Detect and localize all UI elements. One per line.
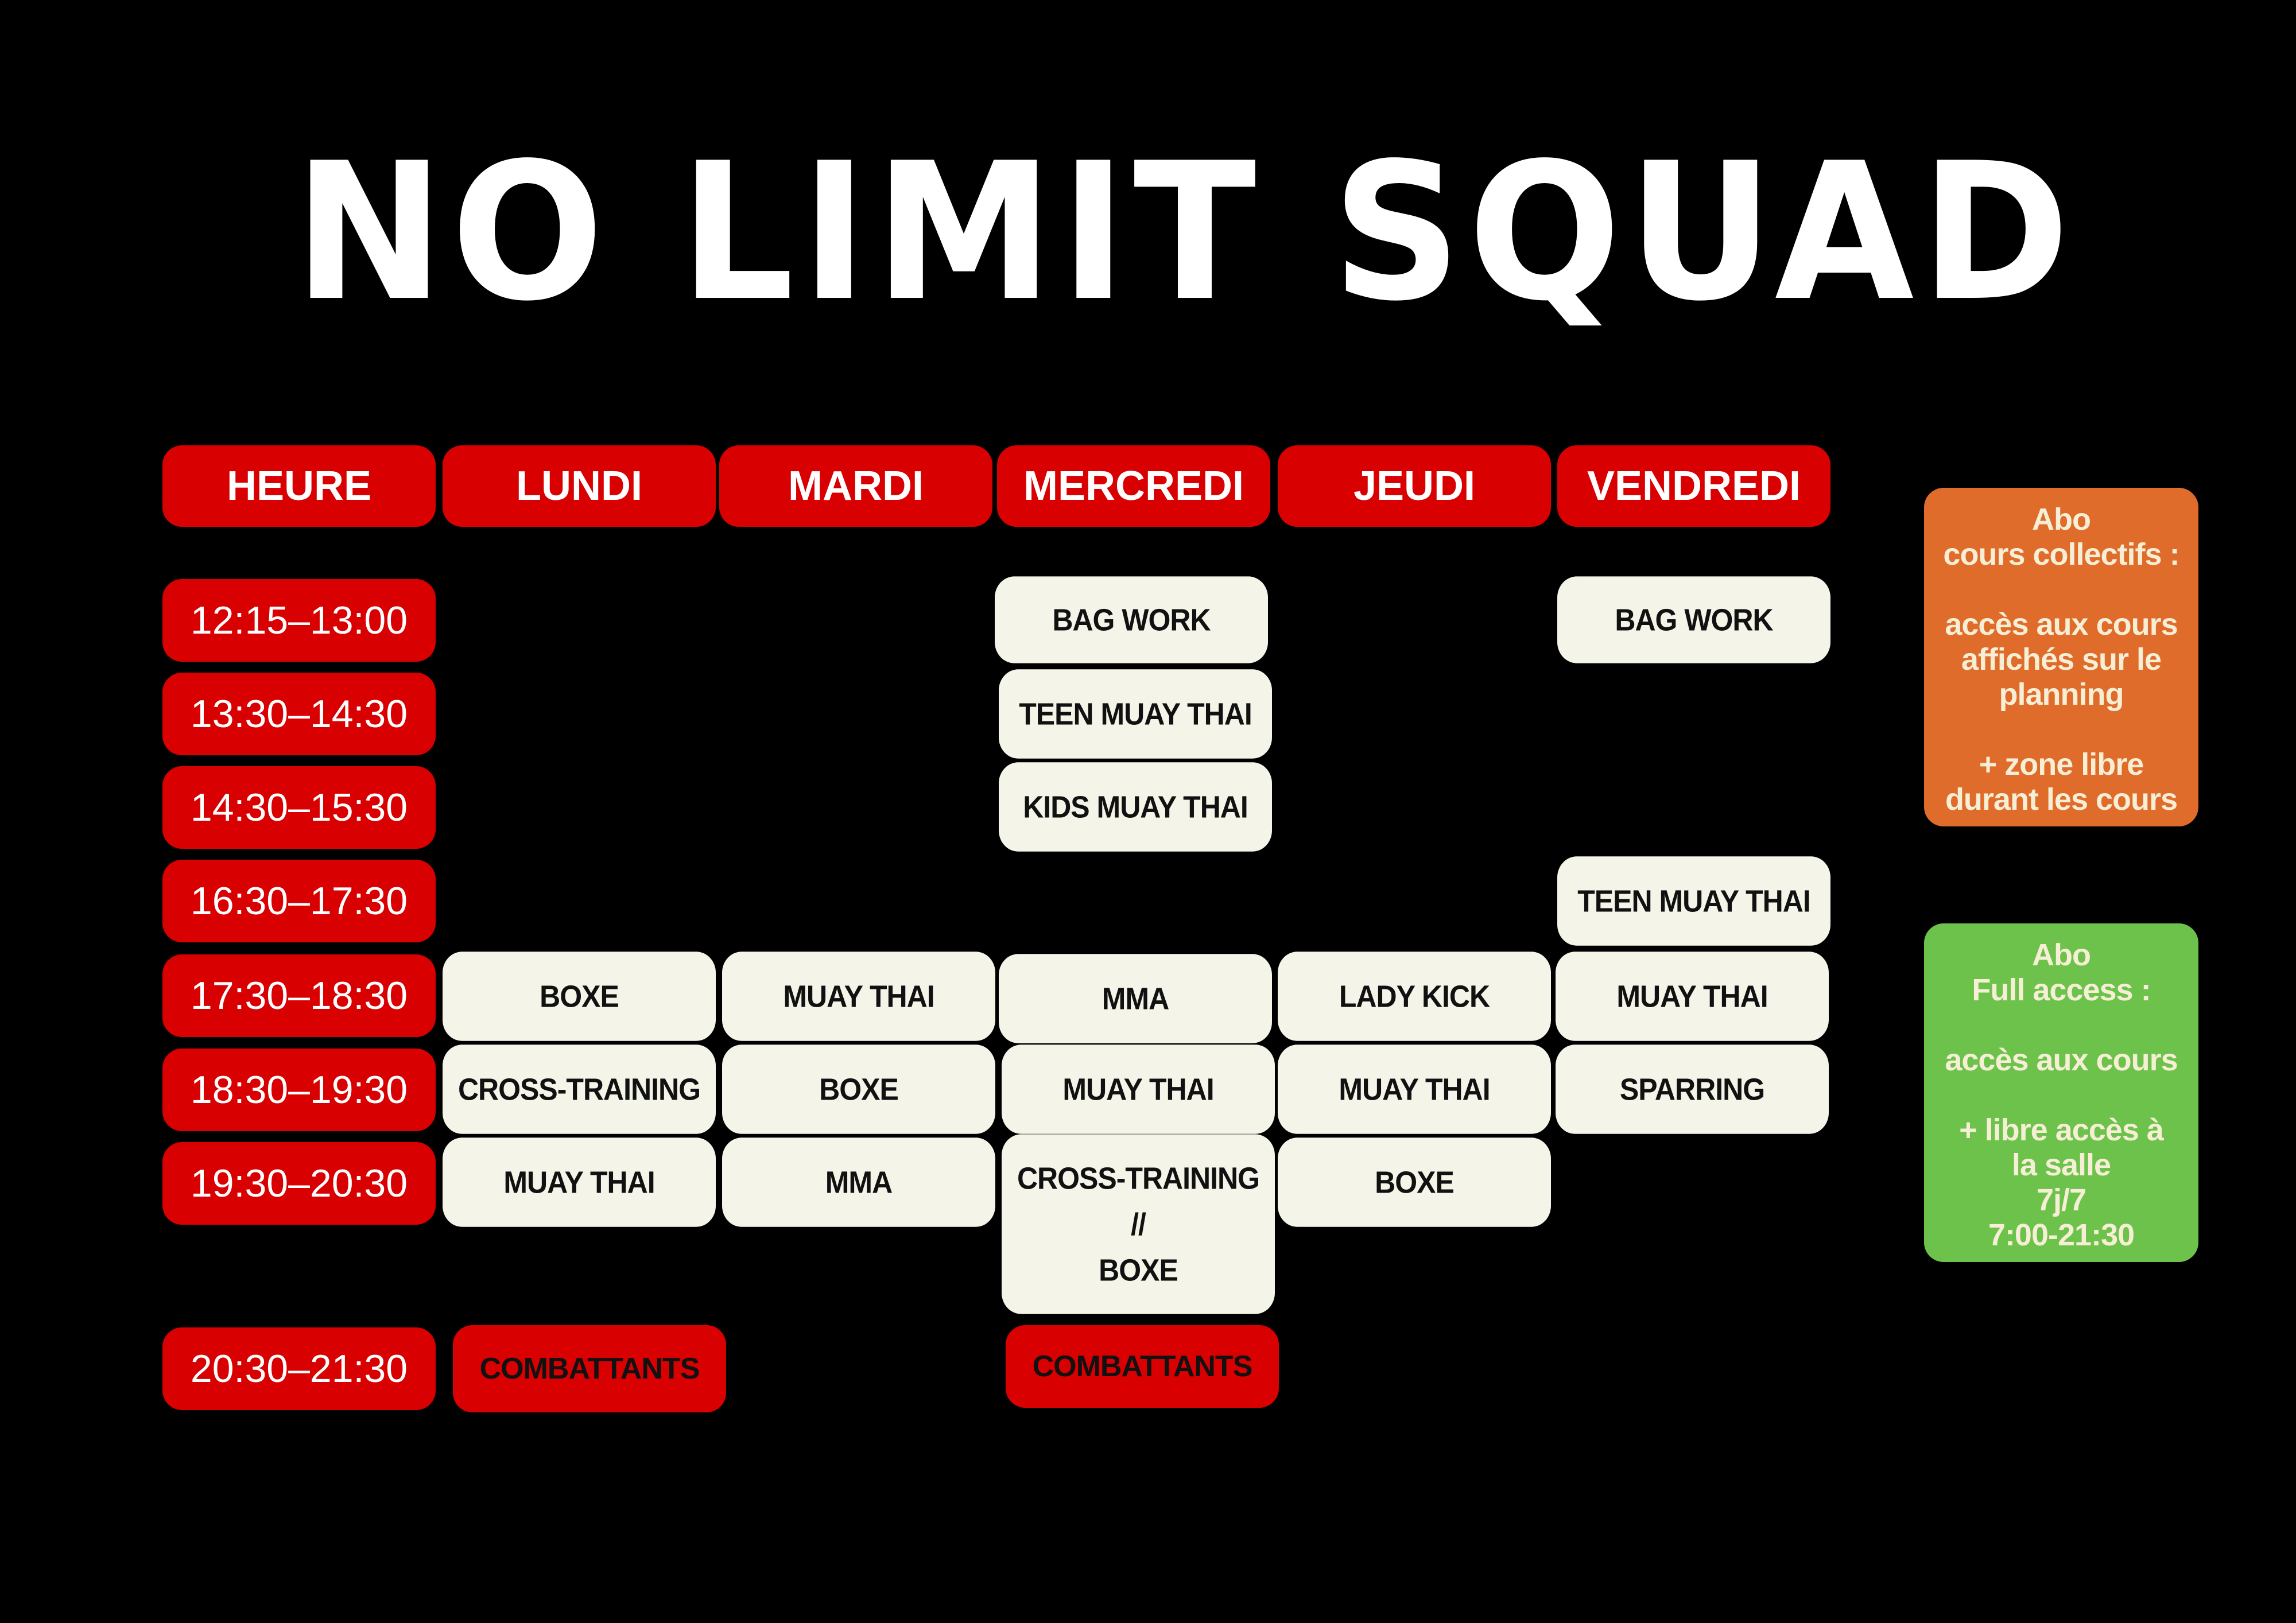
abo-line: accès aux cours xyxy=(1945,1043,2178,1077)
page-title: NO LIMIT SQUAD xyxy=(294,122,2077,343)
header-mardi: MARDI xyxy=(719,445,992,527)
class-vendredi-1830: SPARRING xyxy=(1556,1045,1829,1134)
class-lundi-2030: COMBATTANTS xyxy=(453,1325,726,1412)
time-slot: 16:30–17:30 xyxy=(162,860,436,942)
abo-line: + zone libre xyxy=(1979,747,2144,782)
class-mercredi-1930: CROSS-TRAINING // BOXE xyxy=(1002,1134,1275,1314)
class-line: // xyxy=(1131,1206,1146,1242)
header-heure: HEURE xyxy=(162,445,436,527)
abo-line: Abo xyxy=(2032,502,2091,537)
abo-line: 7j/7 xyxy=(2036,1183,2086,1217)
abo-line: durant les cours xyxy=(1945,782,2178,817)
class-mardi-1930: MMA xyxy=(722,1137,995,1227)
abo-line: affichés sur le xyxy=(1961,642,2162,677)
class-jeudi-1930: BOXE xyxy=(1278,1137,1551,1227)
abo-line: Abo xyxy=(2032,938,2091,972)
class-mercredi-2030: COMBATTANTS xyxy=(1006,1325,1279,1408)
class-jeudi-1730: LADY KICK xyxy=(1278,952,1551,1041)
header-vendredi: VENDREDI xyxy=(1557,445,1830,527)
time-slot: 12:15–13:00 xyxy=(162,579,436,662)
header-mercredi: MERCREDI xyxy=(997,445,1270,527)
abo-line xyxy=(1924,1078,2198,1113)
class-line: BOXE xyxy=(1099,1252,1178,1288)
abo-line: cours collectifs : xyxy=(1943,537,2179,572)
header-jeudi: JEUDI xyxy=(1278,445,1551,527)
class-mercredi-1430: KIDS MUAY THAI xyxy=(999,762,1272,852)
class-mercredi-1215: BAG WORK xyxy=(995,576,1268,663)
time-slot: 20:30–21:30 xyxy=(162,1327,436,1410)
class-vendredi-1215: BAG WORK xyxy=(1557,576,1830,663)
class-mercredi-1330: TEEN MUAY THAI xyxy=(999,669,1272,759)
abo-line: Full access : xyxy=(1972,973,2151,1007)
time-slot: 14:30–15:30 xyxy=(162,766,436,849)
abo-line xyxy=(1924,1008,2198,1043)
class-mercredi-1730: MMA xyxy=(999,954,1272,1043)
abo-full-access-panel: Abo Full access : accès aux cours + libr… xyxy=(1924,923,2198,1262)
abo-line: + libre accès à xyxy=(1959,1113,2164,1147)
abo-line xyxy=(1924,712,2198,747)
abo-collectifs-panel: Abo cours collectifs : accès aux cours a… xyxy=(1924,488,2198,826)
class-mercredi-1830: MUAY THAI xyxy=(1002,1045,1275,1134)
time-slot: 17:30–18:30 xyxy=(162,954,436,1037)
abo-line: 7:00-21:30 xyxy=(1988,1218,2135,1252)
class-line: CROSS-TRAINING xyxy=(1017,1160,1260,1196)
class-lundi-1830: CROSS-TRAINING xyxy=(443,1045,716,1134)
class-vendredi-1730: MUAY THAI xyxy=(1556,952,1829,1041)
class-vendredi-1630: TEEN MUAY THAI xyxy=(1557,856,1830,946)
class-jeudi-1830: MUAY THAI xyxy=(1278,1045,1551,1134)
time-slot: 19:30–20:30 xyxy=(162,1142,436,1225)
header-lundi: LUNDI xyxy=(443,445,716,527)
class-mardi-1730: MUAY THAI xyxy=(722,952,995,1041)
time-slot: 18:30–19:30 xyxy=(162,1049,436,1131)
class-lundi-1730: BOXE xyxy=(443,952,716,1041)
abo-line: planning xyxy=(1999,677,2124,712)
class-lundi-1930: MUAY THAI xyxy=(443,1137,716,1227)
time-slot: 13:30–14:30 xyxy=(162,673,436,755)
abo-line: accès aux cours xyxy=(1945,607,2178,642)
class-mardi-1830: BOXE xyxy=(722,1045,995,1134)
abo-line xyxy=(1924,572,2198,607)
abo-line: la salle xyxy=(2011,1148,2111,1182)
